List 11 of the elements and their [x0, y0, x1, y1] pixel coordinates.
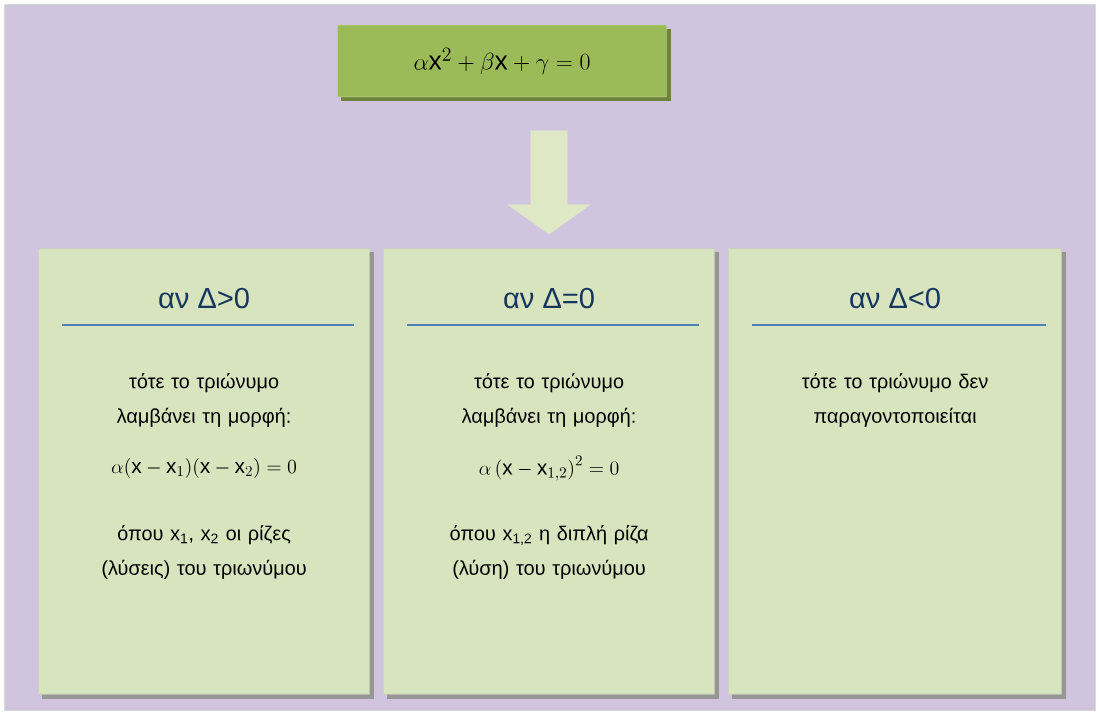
formula-box: $\alpha \mathrm{x}^{2} + \beta \mathrm{x} + \gamma = 0$ — [337, 24, 671, 101]
card-heading: αν Δ=0 — [504, 287, 594, 309]
body-text: όπου x$_{1,2}$ η διπλή ρίζα (λύση) του τριωνύμου — [450, 525, 648, 579]
card-heading: αν Δ<0 — [850, 287, 940, 309]
body-text: τότε το τριώνυμο λαμβάνει τη μορφή: — [461, 373, 635, 427]
formula: $\alpha\left(\mathrm{x} - \mathrm{x}_{1,2}\right)^{2} = 0$ — [479, 455, 619, 481]
card-heading: αν Δ>0 — [159, 287, 249, 309]
body-text: τότε το τριώνυμο λαμβάνει τη μορφή: — [116, 373, 290, 427]
body-text: όπου x$_{1}$, x$_{2}$ οι ρίζες (λύσεις) του τριωνύμου — [102, 525, 306, 579]
body-text: τότε το τριώνυμο δεν παραγοντοποιείται — [801, 373, 988, 427]
formula: $\alpha(\mathrm{x} - \mathrm{x}_{1})(\mathrm{x} - \mathrm{x}_{2}) = 0$ — [111, 458, 296, 478]
